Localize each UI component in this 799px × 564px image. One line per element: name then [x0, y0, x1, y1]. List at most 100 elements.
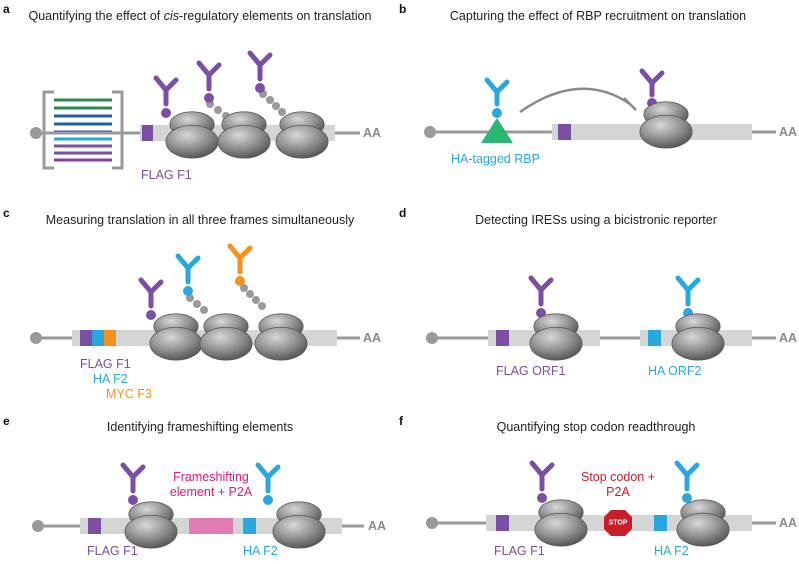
stop-sign-icon [604, 510, 632, 536]
panel-e-diagram [32, 462, 364, 549]
panel-f-polya: AA [779, 516, 798, 530]
nascent-chains [186, 284, 266, 314]
ha-antibody [484, 77, 510, 107]
ha-epitope [263, 495, 273, 505]
panel-e-ha-label: HA F2 [243, 544, 278, 558]
panel-a-polya: AA [363, 126, 382, 140]
panel-f-element-line1: Stop codon + [580, 470, 656, 484]
panel-a-flag-label: FLAG F1 [141, 168, 192, 182]
panel-c-title: Measuring translation in all three frame… [45, 213, 355, 227]
panel-a-title-italic: cis [163, 9, 180, 23]
panel-e-title: Identifying frameshifting elements [106, 420, 294, 434]
flag-tag-box [80, 330, 92, 346]
panel-d-polya: AA [779, 331, 798, 345]
panel-f-diagram [426, 460, 776, 547]
myc-antibody [227, 243, 253, 275]
ribosome-1 [529, 313, 583, 361]
cap-circle [30, 127, 42, 139]
panel-d-letter: d [399, 206, 407, 220]
panel-f-element-line2: P2A [606, 485, 630, 499]
flag-tag-box [558, 124, 571, 140]
flag-antibody [529, 460, 555, 492]
panel-f-flag-label: FLAG F1 [494, 544, 545, 558]
stop-sign-label: STOP [608, 519, 628, 527]
ha-antibody [674, 460, 700, 492]
ha-antibody [175, 253, 201, 285]
panel-f-ha-label: HA F2 [654, 544, 689, 558]
ha-antibody [255, 462, 281, 494]
cap-circle [426, 517, 438, 529]
element-library-bracket [42, 90, 124, 170]
panel-b-title: Capturing the effect of RBP recruitment … [449, 9, 747, 23]
panel-c-letter: c [3, 206, 10, 220]
panel-f-letter: f [399, 414, 403, 428]
ribosome-2 [272, 501, 326, 549]
panel-d-ha-label: HA ORF2 [648, 364, 702, 378]
cap-circle [32, 520, 44, 532]
panel-e-element-line1: Frameshifting [173, 470, 249, 484]
panel-b-diagram [424, 68, 776, 149]
myc-tag-box [104, 330, 116, 346]
flag-epitope [536, 308, 546, 318]
panel-e-element-line2: element + P2A [169, 485, 253, 499]
panel-f-element-label: Stop codon +P2A [581, 470, 655, 500]
panel-b-letter: b [399, 2, 407, 16]
ha-tag-box [648, 330, 661, 346]
panel-c-myc-label: MYC F3 [106, 387, 152, 401]
panel-d-title: Detecting IRESs using a bicistronic repo… [475, 213, 717, 227]
cap-circle [426, 332, 438, 344]
panel-a-letter: a [3, 2, 10, 16]
panel-a-title-end: -regulatory elements on translation [179, 9, 372, 23]
panel-c-flag-label: FLAG F1 [80, 357, 131, 371]
flag-antibodies [153, 50, 273, 107]
ha-epitope [183, 286, 193, 296]
flag-tag-box [496, 330, 509, 346]
ha-antibody [675, 275, 701, 307]
cap-circle [30, 332, 42, 344]
flag-antibody [120, 462, 146, 494]
flag-tag-box [142, 125, 153, 141]
panel-a-title-start: Quantifying the effect of [28, 9, 164, 23]
ribosome-3 [254, 313, 308, 361]
flag-epitopes [161, 83, 265, 118]
panel-c-diagram [30, 243, 360, 361]
panel-c-polya: AA [363, 331, 382, 345]
panel-e-flag-label: FLAG F1 [87, 544, 138, 558]
ribosome-2 [676, 499, 730, 547]
flag-tag-box [88, 518, 101, 534]
panel-b-polya: AA [779, 125, 798, 139]
flag-epitope [537, 493, 547, 503]
repression-arrow [519, 87, 631, 114]
panel-e-letter: e [3, 414, 10, 428]
panel-c-ha-label: HA F2 [93, 372, 128, 386]
panel-d-diagram [426, 275, 776, 361]
flag-antibody [639, 68, 665, 98]
rbp-triangle [481, 118, 513, 143]
ribosome-2 [217, 111, 271, 159]
panel-f-title: Quantifying stop codon readthrough [496, 420, 696, 434]
ha-epitope [492, 108, 502, 118]
ribosome-3 [275, 111, 329, 159]
panel-b-rbp-label: HA-tagged RBP [451, 152, 540, 166]
panel-d-flag-label: FLAG ORF1 [496, 364, 566, 378]
flag-antibody [528, 275, 554, 307]
ribosome [639, 101, 693, 149]
ha-tag-box [92, 330, 104, 346]
panel-e-polya: AA [368, 519, 387, 533]
flag-antibody [138, 277, 164, 309]
ribosome-2 [199, 313, 253, 361]
panel-a-title: Quantifying the effect of cis-regulatory… [28, 9, 371, 23]
ribosome-1 [124, 501, 178, 549]
flag-epitope [128, 495, 138, 505]
repression-bar [623, 97, 637, 111]
frameshift-element-box [189, 518, 233, 534]
ribosome-2 [671, 313, 725, 361]
flag-epitope [146, 310, 156, 320]
myc-epitope [235, 276, 245, 286]
element-library-lines [54, 98, 112, 162]
ha-tag-box [243, 518, 256, 534]
panel-a-diagram [30, 50, 360, 170]
flag-tag-box [496, 515, 509, 531]
